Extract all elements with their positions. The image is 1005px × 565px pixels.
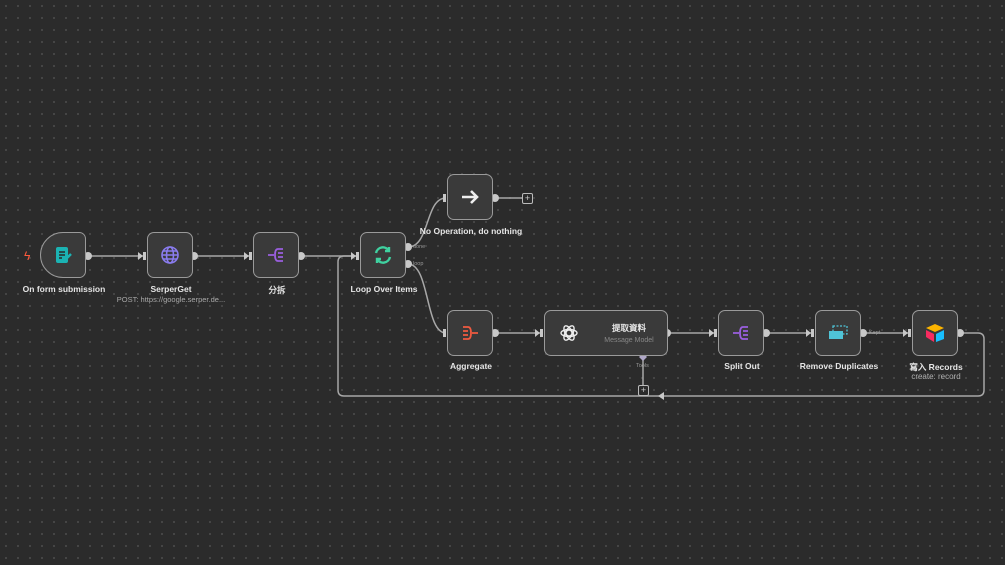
output-label-kept: Kept [869,330,881,336]
node-subtitle: Message Model [604,337,654,344]
node-split-out[interactable] [718,310,764,356]
edge-loop-noop [407,197,447,248]
node-label: Aggregate [449,361,493,371]
node-form-submission[interactable] [40,232,86,278]
output-label-done: done [413,244,426,250]
node-label: On form submission [22,284,106,294]
tools-label: Tools [636,363,649,369]
node-title: 提取資料 [611,323,646,333]
node-serperget[interactable] [147,232,193,278]
node-extract-data[interactable]: 提取資料 Message Model [544,310,668,356]
airtable-icon [926,324,944,342]
openai-icon [560,325,578,341]
node-loop-over-items[interactable] [360,232,406,278]
node-label: 分拆 [268,285,286,295]
node-subtitle: POST: https://google.serper.de... [116,295,226,304]
node-label: Remove Duplicates [799,361,879,371]
dedupe-icon [829,325,848,339]
split-icon [268,248,283,262]
trigger-bolt-icon: ϟ [24,249,31,263]
loop-icon [374,246,392,264]
node-label: Loop Over Items [350,284,418,294]
globe-icon [161,246,179,264]
node-label: SerperGet [150,284,192,294]
form-icon [56,247,72,263]
node-label: Split Out [724,361,760,371]
node-subtitle: create: record [911,372,961,381]
edge-loop-aggregate [407,263,447,334]
output-label-loop: loop [413,261,424,267]
aggregate-icon [463,326,478,340]
node-aggregate[interactable] [447,310,493,356]
node-airtable-records[interactable] [912,310,958,356]
add-node-button[interactable]: + [522,193,533,204]
node-no-operation[interactable] [447,174,493,220]
add-tool-button[interactable]: + [638,385,649,396]
node-split[interactable] [253,232,299,278]
arrow-right-icon [462,190,479,204]
node-label: 寫入 Records [909,362,963,372]
node-label: No Operation, do nothing [419,226,523,236]
split-icon [733,326,748,340]
node-remove-duplicates[interactable] [815,310,861,356]
